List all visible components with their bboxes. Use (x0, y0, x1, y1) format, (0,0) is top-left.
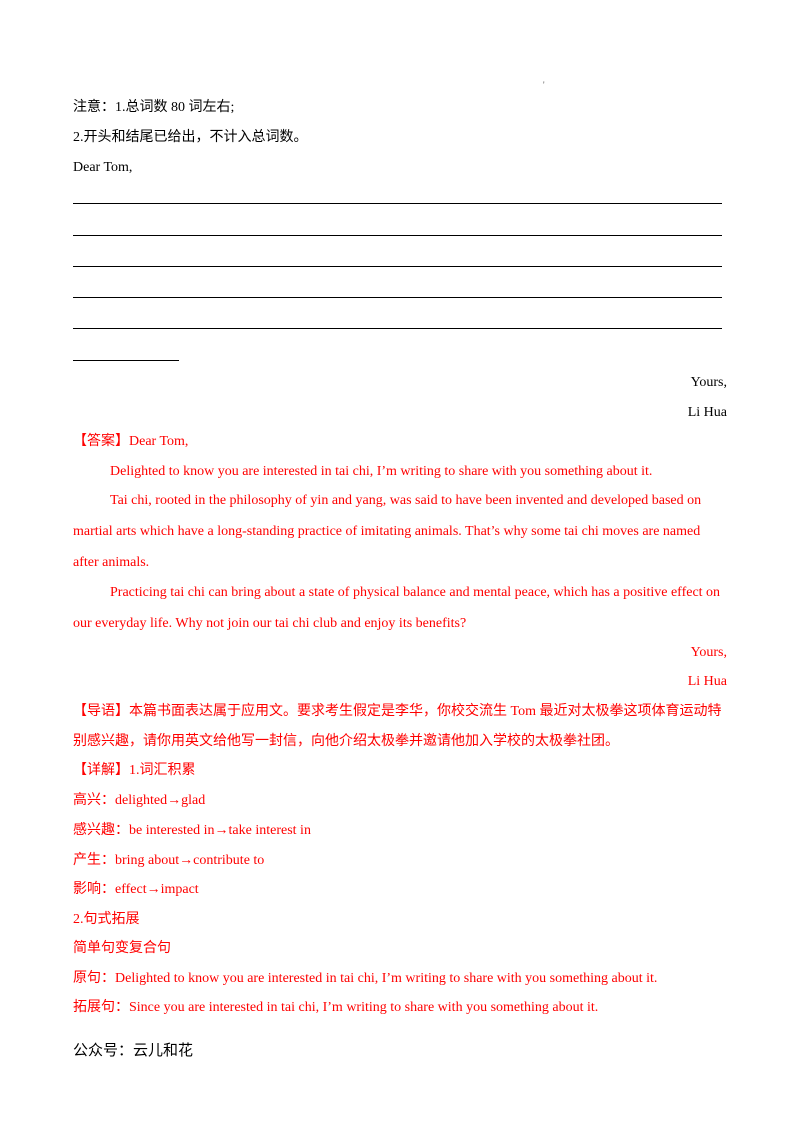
answer-paragraph-3-line-2: our everyday life. Why not join our tai … (73, 616, 467, 631)
guide-line-2: 别感兴趣，请你用英文给他写一封信，向他介绍太极拳并邀请他加入学校的太极拳社团。 (73, 734, 619, 749)
closing-yours: Yours, (690, 375, 727, 390)
footer-account: 公众号：云儿和花 (73, 1041, 194, 1059)
sentence-subheading: 简单句变复合句 (73, 941, 171, 956)
vocab-item-1: 高兴：delighted→glad (73, 793, 206, 808)
guide-line-1: 【导语】本篇书面表达属于应用文。要求考生假定是李华，你校交流生 Tom 最近对太… (73, 704, 722, 719)
writing-line-5 (73, 328, 722, 329)
answer-paragraph-2-line-2: martial arts which have a long-standing … (73, 524, 701, 539)
answer-paragraph-3-line-1: Practicing tai chi can bring about a sta… (110, 585, 721, 600)
header-mark: ' (543, 80, 545, 90)
note-opening-closing: 2.开头和结尾已给出，不计入总词数。 (73, 130, 308, 145)
writing-line-4 (73, 297, 722, 298)
note-word-count: 注意：1.总词数 80 词左右; (73, 100, 235, 115)
answer-paragraph-1: Delighted to know you are interested in … (110, 464, 653, 479)
vocab-item-3: 产生：bring about→contribute to (73, 853, 265, 868)
vocab-item-2: 感兴趣：be interested in→take interest in (73, 823, 311, 838)
sentence-section-heading: 2.句式拓展 (73, 912, 140, 927)
details-heading: 【详解】1.词汇积累 (73, 763, 196, 778)
writing-line-3 (73, 266, 722, 267)
writing-line-1 (73, 203, 722, 204)
answer-paragraph-2-line-1: Tai chi, rooted in the philosophy of yin… (110, 493, 702, 508)
answer-paragraph-2-line-3: after animals. (73, 555, 150, 570)
original-sentence: 原句：Delighted to know you are interested … (73, 971, 658, 986)
writing-line-6 (73, 360, 179, 361)
writing-line-2 (73, 235, 722, 236)
answer-closing-name: Li Hua (687, 674, 727, 689)
extended-sentence: 拓展句：Since you are interested in tai chi,… (73, 1000, 599, 1015)
answer-closing-yours: Yours, (690, 645, 727, 660)
vocab-item-4: 影响：effect→impact (73, 882, 199, 897)
salutation: Dear Tom, (73, 160, 133, 175)
closing-name: Li Hua (687, 405, 727, 420)
answer-label: 【答案】Dear Tom, (73, 434, 189, 449)
